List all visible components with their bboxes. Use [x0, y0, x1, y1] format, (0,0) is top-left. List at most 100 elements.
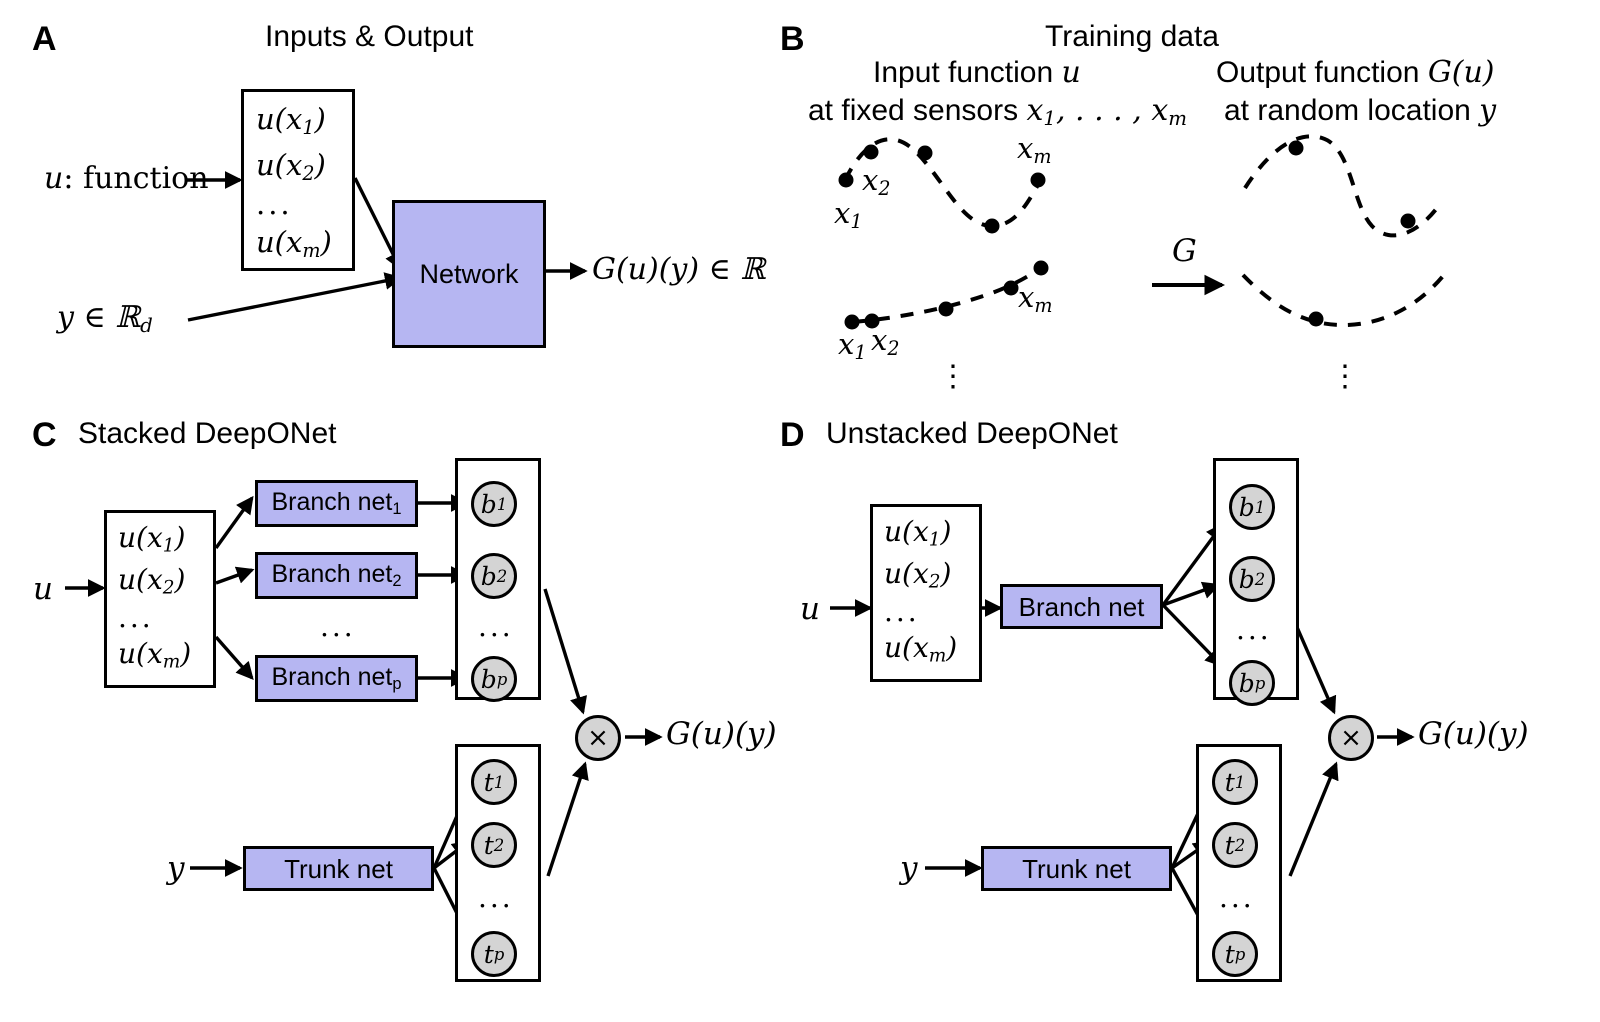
panel-b-left-heading-1: Input function u — [873, 55, 1081, 90]
panel-c-branch-net-1[interactable]: Branch net1 — [255, 480, 418, 527]
output-sample-point — [1400, 213, 1416, 229]
panel-d-input-vector-box — [870, 504, 982, 682]
panel-d-trunk-input-label: y — [900, 850, 918, 886]
output-sample-point — [1308, 311, 1324, 327]
panel-b-right-vertical-ellipsis: ⋮ — [1330, 359, 1360, 394]
panel-c-trunk-net[interactable]: Trunk net — [243, 846, 434, 891]
panel-c-trunk-input-label: y — [167, 850, 185, 886]
panel-d-t-ellipsis: ... — [1219, 881, 1255, 914]
panel-c-vector-item-2: u(x2) — [118, 563, 186, 599]
panel-c-vector-item-m: u(xm) — [118, 637, 192, 673]
sensor-point — [864, 313, 880, 329]
sensor-point — [917, 145, 933, 161]
arrow-branch-to-bp-d — [1161, 603, 1223, 667]
panel-a-vector-ellipsis: ... — [256, 187, 293, 221]
panel-b-sensor-label-xm-row1: xm — [1017, 131, 1052, 168]
panel-c-branch-ellipsis: ... — [320, 610, 356, 643]
sensor-point — [838, 172, 854, 188]
panel-a-title: Inputs & Output — [265, 20, 474, 53]
panel-a-network-label: Network — [419, 258, 519, 289]
output-curve-row2 — [1241, 273, 1445, 328]
panel-c-trunk-net-label: Trunk net — [284, 853, 393, 884]
panel-b-left-heading-2: at fixed sensors x1, . . . , xm — [808, 93, 1187, 130]
panel-d-branch-net-label: Branch net — [1018, 591, 1145, 622]
panel-b-sensor-label-xm-row2: xm — [1018, 280, 1053, 317]
sensor-point — [984, 218, 1000, 234]
arrow-branch-to-b1-d — [1161, 522, 1224, 607]
arrow-vector-to-branch2 — [215, 566, 255, 585]
panel-d-letter: D — [780, 416, 805, 454]
input-curve-row2 — [852, 267, 1042, 324]
sensor-point — [1003, 280, 1019, 296]
panel-c-letter: C — [32, 416, 57, 454]
panel-d-vector-item-2: u(x2) — [884, 557, 952, 593]
arrow-vector-to-branchp — [214, 635, 254, 680]
panel-c-vector-item-1: u(x1) — [118, 521, 186, 557]
panel-c-branch-net-1-label: Branch net1 — [271, 487, 402, 518]
panel-d-vector-ellipsis: ... — [884, 595, 920, 628]
arrow-bbox-to-merge-c — [543, 588, 588, 715]
panel-b-sensor-label-x1-row2: x1 — [838, 327, 867, 364]
panel-c-branch-net-2[interactable]: Branch net2 — [255, 552, 418, 599]
sensor-point — [1030, 172, 1046, 188]
panel-c-t-ellipsis: ... — [478, 881, 514, 914]
panel-c-title: Stacked DeepONet — [78, 417, 337, 450]
panel-b-operator-label: G — [1172, 233, 1197, 269]
panel-d-trunk-net[interactable]: Trunk net — [981, 846, 1172, 891]
panel-c-branch-net-2-label: Branch net2 — [271, 559, 402, 590]
panel-b-letter: B — [780, 20, 805, 58]
panel-a-network-box[interactable]: Network — [392, 200, 546, 348]
panel-a-input-vector-box — [241, 89, 355, 271]
sensor-point — [1033, 260, 1049, 276]
panel-b-left-vertical-ellipsis: ⋮ — [938, 359, 968, 394]
panel-c-merge-node: × — [575, 715, 621, 761]
panel-a-input-function-label: u: function — [44, 161, 209, 196]
sensor-point — [938, 301, 954, 317]
panel-d-branch-net[interactable]: Branch net — [1000, 584, 1163, 629]
panel-d-vector-item-1: u(x1) — [884, 515, 952, 551]
panel-d-output-label: G(u)(y) — [1418, 716, 1529, 752]
arrow-tbox-to-merge-d — [1288, 761, 1339, 877]
panel-d-merge-node: × — [1328, 715, 1374, 761]
arrow-y-to-network — [187, 272, 403, 322]
panel-d-trunk-net-label: Trunk net — [1022, 853, 1131, 884]
panel-a-vector-item-2: u(x2) — [256, 148, 326, 185]
panel-d-input-label: u — [800, 591, 820, 627]
panel-a-letter: A — [32, 20, 57, 58]
output-curve-row1 — [1243, 134, 1442, 238]
panel-a-y-label: y ∈ ℝd — [57, 300, 153, 337]
panel-b-sensor-label-x1-row1: x1 — [834, 196, 863, 233]
output-sample-point — [1288, 140, 1304, 156]
arrow-tbox-to-merge-c — [546, 761, 589, 877]
panel-d-vector-item-m: u(xm) — [884, 631, 958, 667]
input-curve-row1 — [843, 137, 1045, 229]
panel-c-branch-net-p[interactable]: Branch netp — [255, 655, 418, 702]
panel-a-vector-item-m: u(xm) — [256, 225, 332, 262]
panel-a-output-label: G(u)(y) ∈ ℝ — [592, 252, 766, 287]
panel-b-sensor-label-x2-row2: x2 — [871, 323, 900, 360]
panel-d-b-ellipsis: ... — [1236, 613, 1272, 646]
panel-a-vector-item-1: u(x1) — [256, 102, 326, 139]
panel-d-title: Unstacked DeepONet — [826, 417, 1118, 450]
panel-c-b-ellipsis: ... — [478, 610, 514, 643]
panel-c-vector-ellipsis: ... — [118, 601, 154, 634]
panel-c-input-vector-box — [104, 510, 216, 688]
panel-c-output-label: G(u)(y) — [666, 716, 777, 752]
panel-b-sensor-label-x2-row1: x2 — [862, 163, 891, 200]
panel-b-right-heading-1: Output function G(u) — [1216, 55, 1495, 90]
arrow-branch-to-b2-d — [1162, 581, 1221, 607]
